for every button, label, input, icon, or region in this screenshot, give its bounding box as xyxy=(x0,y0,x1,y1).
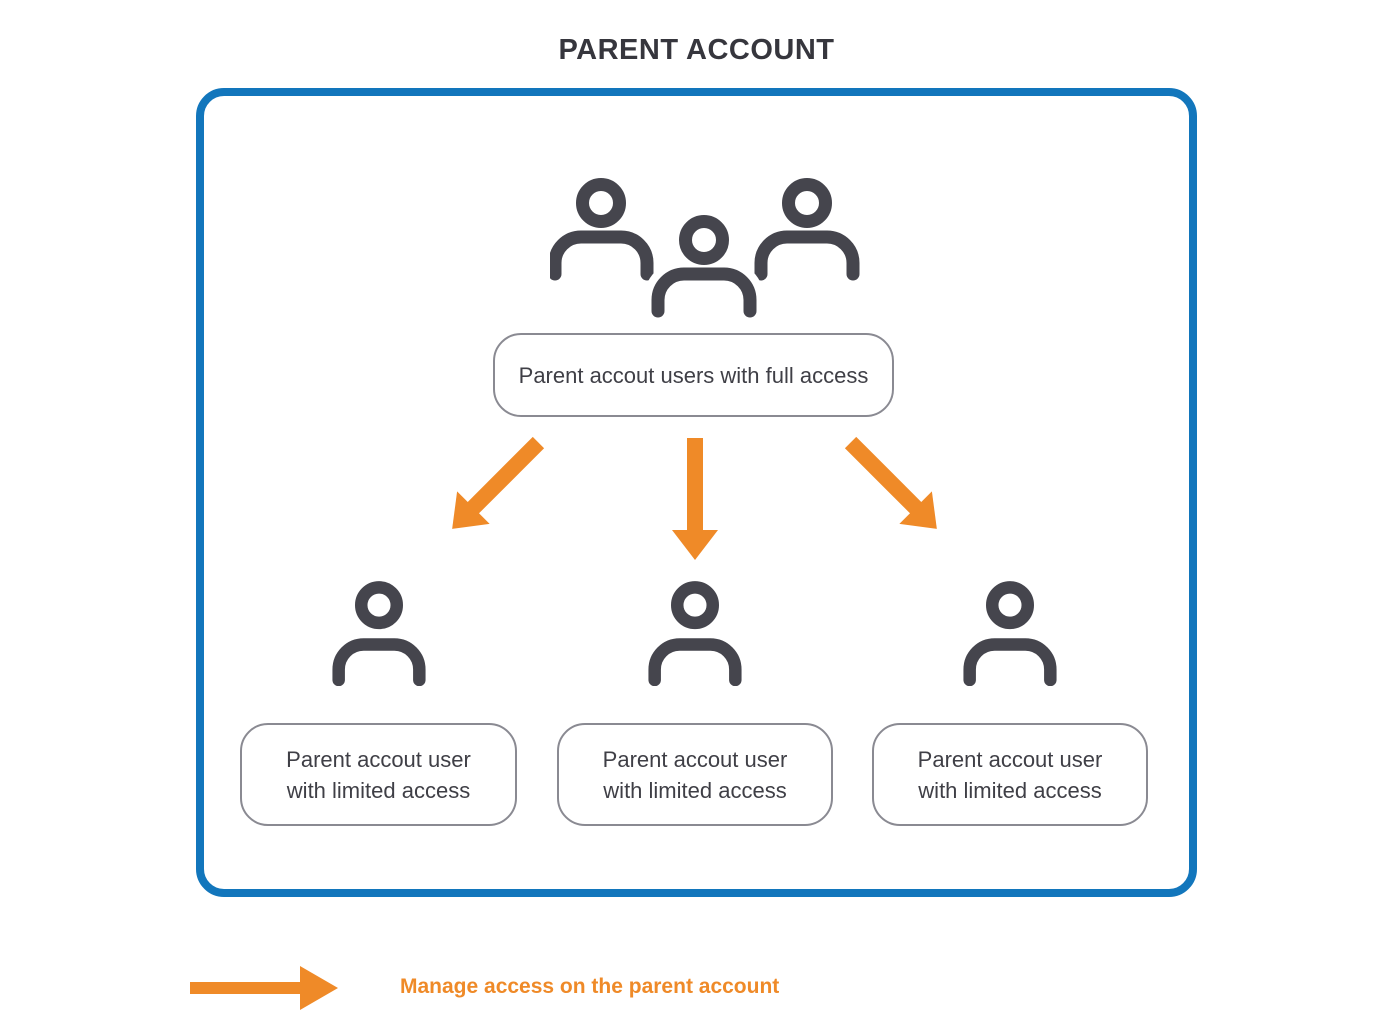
users-group-icon xyxy=(550,178,860,320)
user-icon xyxy=(332,581,426,686)
page-title: PARENT ACCOUNT xyxy=(558,34,835,66)
limited-access-label-line2: with limited access xyxy=(918,777,1102,803)
limited-access-label: Parent accout user with limited access xyxy=(557,723,833,826)
legend-label: Manage access on the parent account xyxy=(400,975,780,998)
limited-access-label-line1: Parent accout user xyxy=(917,746,1103,772)
limited-access-label: Parent accout user with limited access xyxy=(240,723,517,826)
limited-access-label-line2: with limited access xyxy=(603,777,787,803)
limited-access-label-line1: Parent accout user xyxy=(602,746,788,772)
arrow-right-icon xyxy=(190,966,338,1010)
full-access-label-text: Parent accout users with full access xyxy=(518,362,869,388)
full-access-label: Parent accout users with full access xyxy=(493,333,894,417)
limited-access-label-line1: Parent accout user xyxy=(286,746,471,772)
arrow-down-icon xyxy=(672,438,718,560)
arrow-down-right-icon xyxy=(844,436,937,529)
user-icon xyxy=(648,581,742,686)
user-icon xyxy=(963,581,1057,686)
arrow-down-left-icon xyxy=(452,436,545,529)
limited-access-label: Parent accout user with limited access xyxy=(872,723,1148,826)
limited-access-label-line2: with limited access xyxy=(286,777,471,803)
